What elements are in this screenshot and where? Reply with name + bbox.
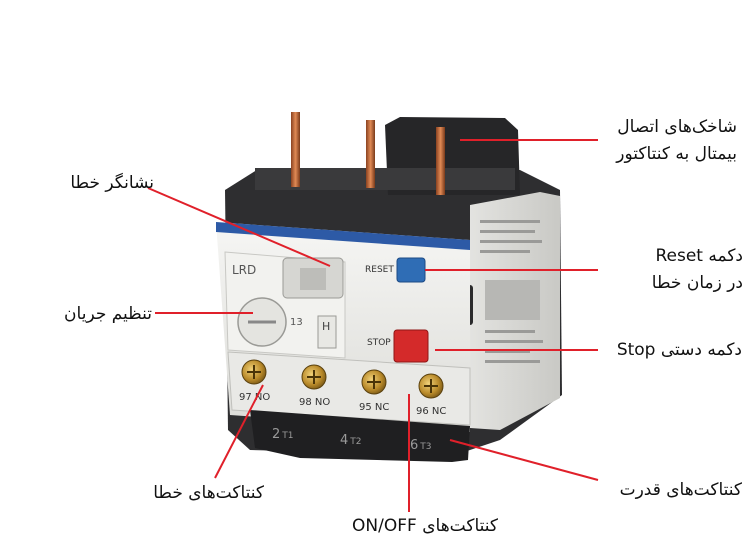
label-reset-line2: در زمان خطا — [638, 270, 743, 297]
label-stop-button: دکمه دستی Stop — [604, 337, 742, 364]
label-onoff-contacts: کنتاکت‌های ON/OFF — [318, 513, 498, 540]
label-power-contacts: کنتاکت‌های قدرت — [594, 477, 742, 504]
label-bimetal-pins-line2: بیمتال به کنتاکتور — [616, 141, 737, 168]
reset-text: RESET — [365, 265, 394, 275]
copper-pin-3 — [436, 127, 445, 195]
label-bimetal-pins: شاخک‌های اتصال بیمتال به کنتاکتور — [616, 114, 737, 168]
aux-terminal-label: 98 NO — [299, 397, 330, 408]
label-bimetal-pins-line1: شاخک‌های اتصال — [616, 114, 737, 141]
aux-terminal-label: 95 NC — [359, 402, 389, 413]
brand-text: LRD — [232, 263, 256, 277]
label-fault-contacts: کنتاکت‌های خطا — [126, 480, 264, 507]
label-reset-button: دکمه Reset در زمان خطا — [638, 243, 743, 297]
label-current-setting: تنظیم جریان — [48, 301, 152, 328]
reset-button[interactable] — [397, 258, 425, 282]
dial-number: 13 — [290, 317, 303, 328]
h-mark: H — [322, 320, 330, 333]
label-reset-line1: دکمه Reset — [638, 243, 743, 270]
aux-terminal-label: 96 NC — [416, 406, 446, 417]
fault-indicator-flag — [300, 268, 326, 290]
side-print — [480, 220, 543, 363]
stop-text: STOP — [367, 338, 391, 348]
copper-pin-1 — [291, 112, 300, 187]
leader-power — [450, 440, 598, 480]
label-fault-indicator: نشانگر خطا — [58, 170, 154, 197]
copper-pin-2 — [366, 120, 375, 188]
stop-button[interactable] — [394, 330, 428, 362]
